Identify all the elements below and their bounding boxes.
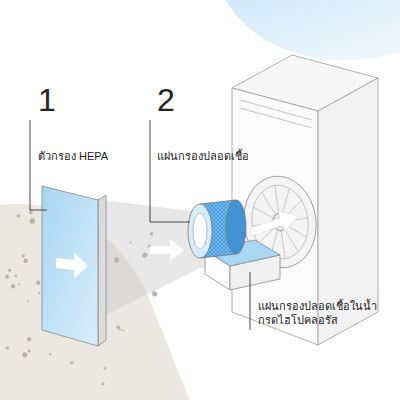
particle [8,269,11,272]
fan-spoke [275,185,279,213]
fan-spoke [281,231,285,259]
particle [6,346,9,349]
particle [142,252,147,257]
hepa-side [98,195,106,346]
fan-spoke [262,191,276,216]
air-arrow [250,211,298,236]
callout-number: 1 [38,84,56,116]
fan-spoke [285,228,299,253]
part-label: แผ่นกรองปลอดเชื้อ [157,150,249,164]
particle [22,352,27,357]
particle [102,383,105,386]
part-label: ตัวกรอง HEPA [38,150,108,164]
particle [24,258,29,263]
part-label: แผ่นกรองปลอดเชื้อในน้ำ กรดไฮโปคลอรัส [258,300,390,328]
particle [39,292,41,294]
particle [116,325,120,329]
particle [11,284,15,288]
particle [18,284,20,286]
particle [150,232,153,235]
particle [130,242,132,244]
particle [29,210,33,214]
particle [22,254,25,257]
particle [14,275,17,278]
particle [152,292,157,297]
particle [49,353,51,355]
hepa-filter [42,186,98,346]
callout-number: 2 [157,84,175,116]
sky-blob [225,0,400,60]
leader-line [250,272,251,330]
cylinder-filter [188,200,246,258]
particle [104,367,107,370]
particle [70,361,73,364]
particle [5,275,9,279]
air-arrow [150,239,184,261]
leader-line [30,120,47,210]
particle [114,257,119,262]
air-arrow [56,252,88,278]
leader-line [150,120,190,222]
fan-spoke [279,188,293,213]
particle [27,337,31,341]
unit-grille [240,100,312,128]
particle [28,350,31,353]
particle [16,214,20,218]
particle [122,329,124,331]
particle [30,218,35,223]
particle [27,300,29,302]
particle [36,281,40,285]
